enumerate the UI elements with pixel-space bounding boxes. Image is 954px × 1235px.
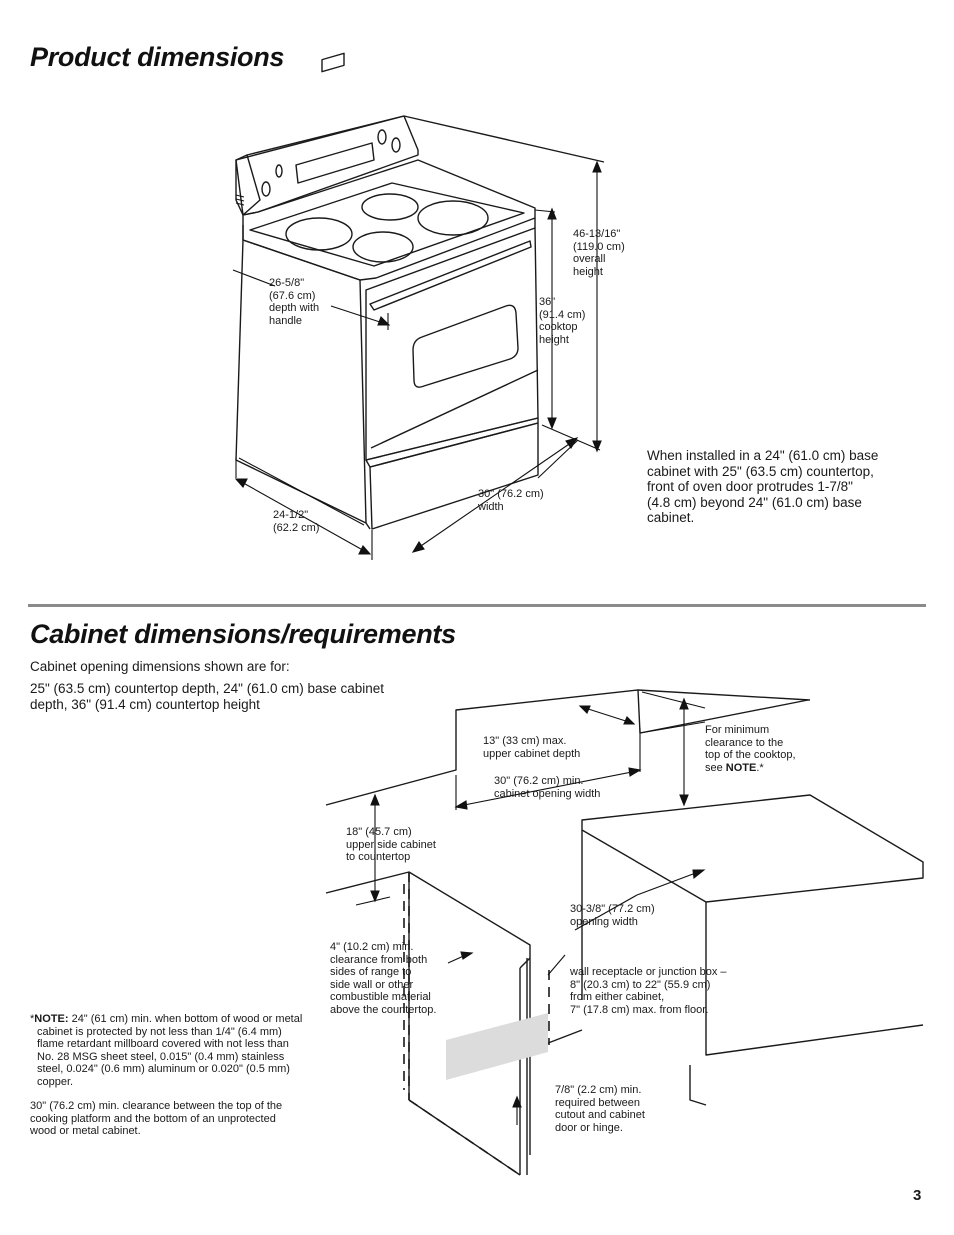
upper-side-cabinet-label: 18" (45.7 cm) upper side cabinet to coun… [346,826,436,863]
cutout-label: 7/8" (2.2 cm) min. required between cuto… [555,1084,645,1134]
upper-cabinet-depth-label: 13" (33 cm) max. upper cabinet depth [483,735,581,760]
width-label: 30" (76.2 cm) width [478,488,544,513]
section-divider [28,604,926,607]
side-clearance-label: 4" (10.2 cm) min. clearance from both si… [330,941,437,1016]
cabinet-intro-line2: 25" (63.5 cm) countertop depth, 24" (61.… [30,681,385,712]
depth-with-handle-label: 26-5/8" (67.6 cm) depth with handle [269,277,320,327]
opening-width-label: 30-3/8" (77.2 cm) opening width [570,903,655,928]
footnote-clearance: 30" (76.2 cm) min. clearance between the… [30,1100,283,1137]
cooktop-height-label: 36" (91.4 cm) cooktop height [539,296,586,346]
overall-height-label: 46-13/16" (119.0 cm) overall height [573,228,625,278]
cabinet-opening-width-label: 30" (76.2 cm) min. cabinet opening width [494,775,601,800]
cabinet-dimensions-heading: Cabinet dimensions/requirements [30,619,456,649]
cabinet-intro-line1: Cabinet opening dimensions shown are for… [30,659,290,674]
install-note: When installed in a 24" (61.0 cm) base c… [647,448,879,525]
side-depth-label: 24-1/2" (62.2 cm) [273,509,320,534]
footnote-note: *NOTE: 24" (61 cm) min. when bottom of w… [30,1013,303,1088]
min-clearance-label: For minimum clearance to the top of the … [705,724,796,774]
page-number: 3 [913,1187,922,1204]
receptacle-label: wall receptacle or junction box – 8" (20… [570,966,727,1016]
product-dimensions-heading: Product dimensions [30,42,285,72]
